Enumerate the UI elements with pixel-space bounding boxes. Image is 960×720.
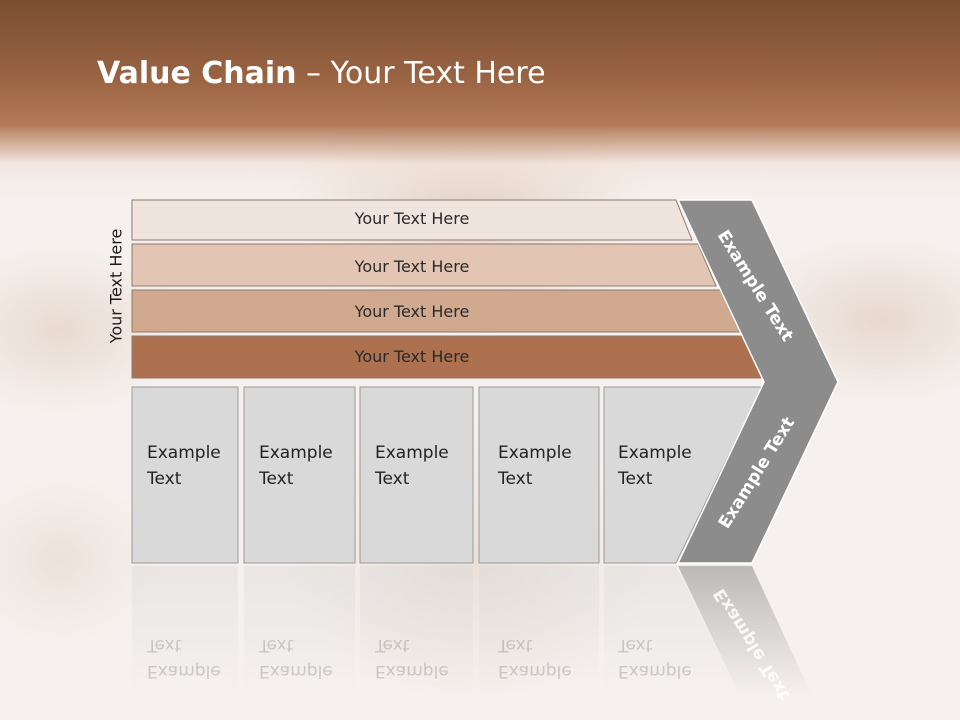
cell-5-line2-reflection: Text	[618, 635, 653, 655]
cell-2-line1-reflection: Example	[259, 661, 333, 681]
cell-4-line2: Text	[498, 469, 533, 489]
cell-3-text-reflection: Example Text	[375, 632, 449, 684]
cell-1-line2: Text	[147, 469, 182, 489]
cell-1-reflection	[132, 566, 238, 696]
cell-1-line2-reflection: Text	[147, 635, 182, 655]
page-title: Value Chain – Your Text Here	[97, 56, 546, 91]
cell-3-line2-reflection: Text	[375, 635, 410, 655]
cell-1	[131, 386, 239, 564]
cell-3	[359, 386, 474, 564]
bar-1	[131, 199, 693, 241]
cell-2-line2: Text	[259, 469, 294, 489]
cell-1-text-reflection: Example Text	[147, 632, 221, 684]
bar-3-label: Your Text Here	[354, 302, 470, 321]
cell-3-reflection	[360, 566, 473, 696]
cell-5-line1: Example	[618, 443, 692, 463]
cell-4-line1: Example	[498, 443, 572, 463]
cell-2	[243, 386, 356, 564]
cell-4	[478, 386, 600, 564]
cell-4-reflection	[479, 566, 599, 696]
cell-1-line1: Example	[147, 443, 221, 463]
cell-2-reflection	[244, 566, 355, 696]
bar-4-label: Your Text Here	[354, 347, 470, 366]
chevron-arrow	[676, 199, 839, 564]
cell-2-line1: Example	[259, 443, 333, 463]
title-rest: – Your Text Here	[296, 56, 546, 91]
header-band	[0, 0, 960, 200]
bar-2-label: Your Text Here	[354, 257, 470, 276]
cell-2-text-reflection: Example Text	[259, 632, 333, 684]
cell-5-text-reflection: Example Text	[618, 632, 692, 684]
cell-5	[603, 386, 763, 564]
title-bold: Value Chain	[97, 56, 297, 91]
bar-2	[131, 243, 717, 287]
cell-4-line2-reflection: Text	[498, 635, 533, 655]
cell-3-line1: Example	[375, 443, 449, 463]
cell-5-reflection	[604, 566, 740, 696]
cell-4-line1-reflection: Example	[498, 661, 572, 681]
cell-3-line2: Text	[375, 469, 410, 489]
chevron-reflection	[678, 566, 812, 696]
cell-4-text-reflection: Example Text	[498, 632, 572, 684]
cell-2-line2-reflection: Text	[259, 635, 294, 655]
cell-3-line1-reflection: Example	[375, 661, 449, 681]
cell-5-line1-reflection: Example	[618, 661, 692, 681]
cell-5-line2: Text	[618, 469, 653, 489]
cell-1-line1-reflection: Example	[147, 661, 221, 681]
bar-1-label: Your Text Here	[354, 209, 470, 228]
